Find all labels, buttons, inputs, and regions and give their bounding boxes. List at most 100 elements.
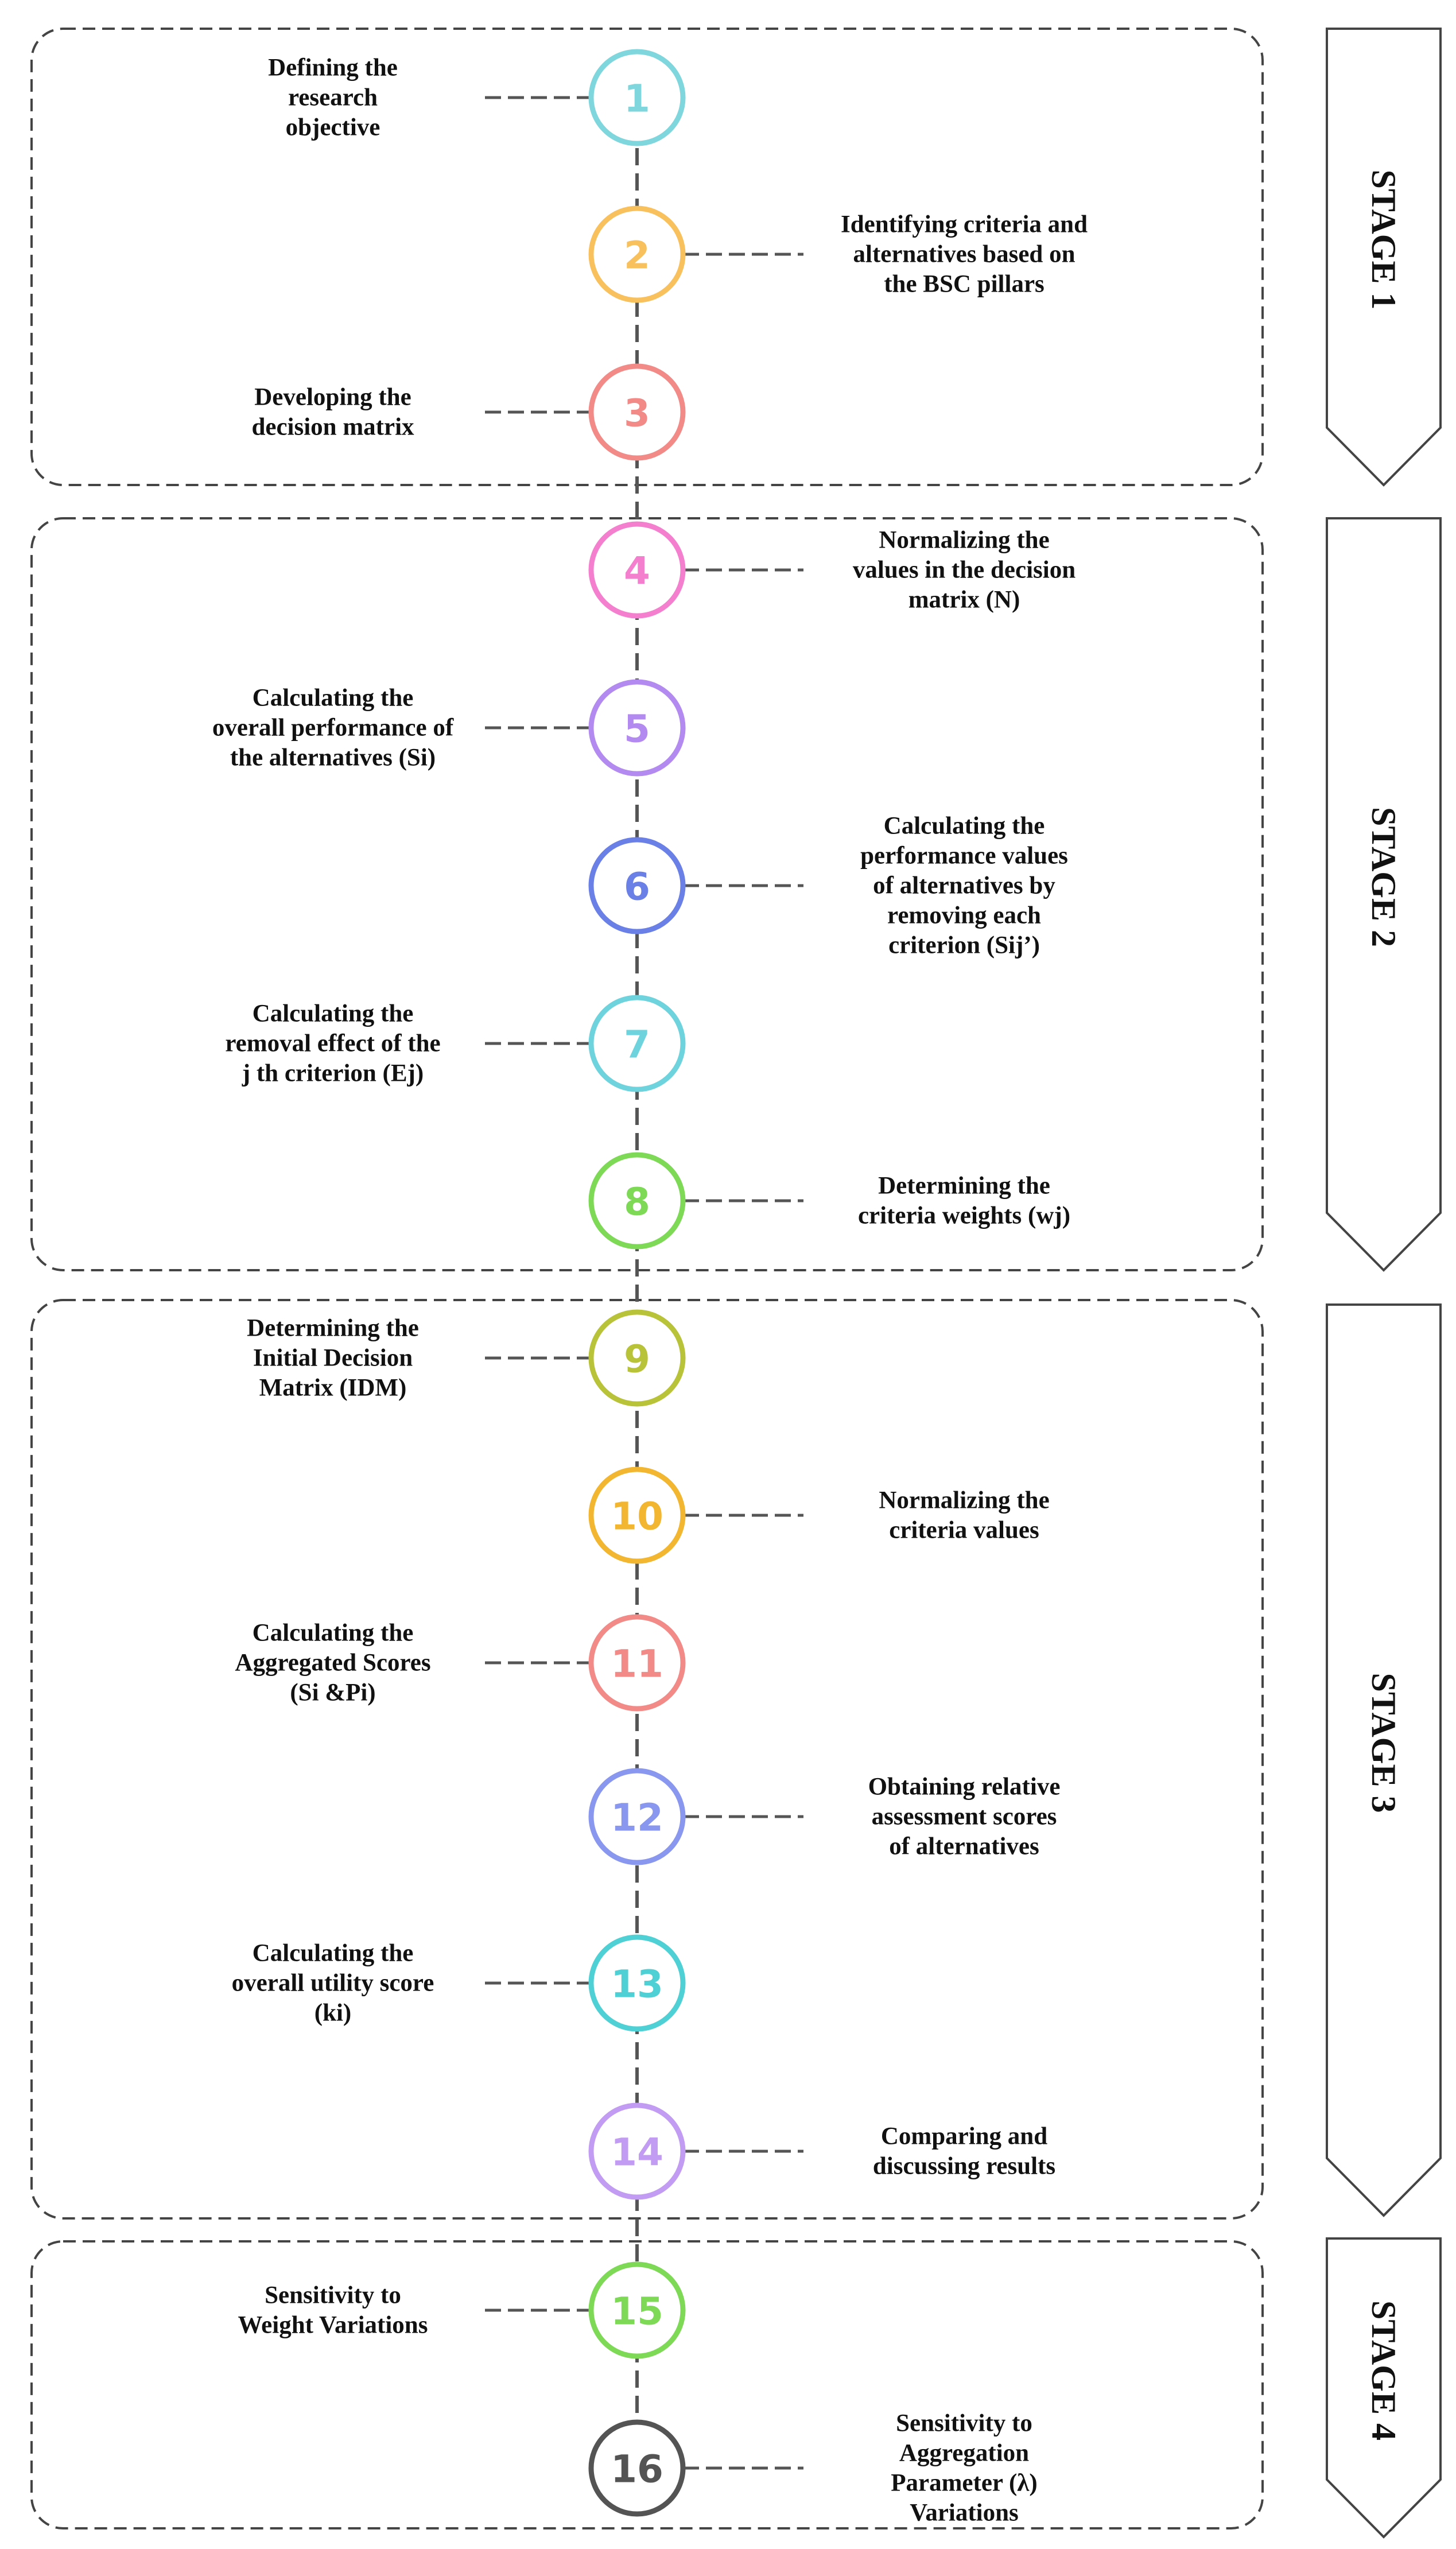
step-label-line: Calculating the — [253, 685, 414, 712]
step-label-line: Identifying criteria and — [841, 211, 1088, 238]
stage-4-arrow — [1326, 2237, 1442, 2539]
step-circle-4 — [588, 521, 686, 619]
step-label-line: matrix (N) — [908, 587, 1020, 614]
step-label-line: criterion (Sij’) — [888, 932, 1040, 959]
step-label-line: Weight Variations — [238, 2312, 428, 2339]
stage-1-box — [30, 28, 1264, 486]
step-number-12: 12 — [611, 1796, 663, 1840]
step-number-9: 9 — [624, 1337, 650, 1382]
step-circle-16 — [588, 2419, 686, 2517]
connectors — [485, 96, 803, 2470]
step-label-line: criteria weights (wj) — [858, 1202, 1070, 1229]
step-label-line: Developing the — [254, 384, 411, 411]
step-number-2: 2 — [624, 234, 650, 278]
stage-2-box — [30, 517, 1264, 1271]
step-label-line: Defining the — [268, 55, 398, 82]
step-label-line: the alternatives (Si) — [230, 744, 436, 771]
step-circle-2 — [588, 205, 686, 303]
step-label-line: Determining the — [878, 1173, 1050, 1200]
step-circle-3 — [588, 363, 686, 461]
step-label-line: research — [288, 84, 378, 111]
step-10: 10 Normalizing the criteria values — [588, 1466, 1050, 1564]
step-number-14: 14 — [611, 2131, 663, 2175]
step-14: 14 Comparing and discussing results — [588, 2102, 1055, 2200]
stage-4-label: STAGE 4 — [1365, 2300, 1403, 2441]
step-label-line: removal effect of the — [225, 1030, 440, 1057]
step-circle-11 — [588, 1614, 686, 1712]
step-label-line: Normalizing the — [879, 1487, 1049, 1514]
stage-1-arrow — [1326, 28, 1442, 487]
step-circle-13 — [588, 1934, 686, 2032]
step-circle-8 — [588, 1152, 686, 1250]
stage-1-label: STAGE 1 — [1365, 170, 1403, 310]
step-label-14: Comparing and discussing results — [873, 2123, 1055, 2180]
step-circle-6 — [588, 837, 686, 934]
step-number-1: 1 — [624, 77, 650, 121]
step-label-10: Normalizing the criteria values — [879, 1487, 1049, 1544]
step-label-line: performance values — [860, 843, 1068, 870]
step-label-line: overall utility score — [232, 1970, 434, 1997]
step-label-line: Sensitivity to — [265, 2282, 401, 2309]
step-number-15: 15 — [611, 2290, 663, 2334]
stage-3-arrow — [1326, 1303, 1442, 2217]
step-circle-1 — [588, 49, 686, 146]
step-label-line: Sensitivity to — [896, 2410, 1032, 2437]
stage-boxes — [30, 28, 1264, 2529]
step-circle-7 — [588, 995, 686, 1092]
step-label-line: Comparing and — [881, 2123, 1047, 2150]
step-label-line: Calculating the — [884, 813, 1045, 840]
step-circle-9 — [588, 1309, 686, 1407]
step-label-line: j th criterion (Ej) — [242, 1060, 424, 1087]
step-label-line: of alternatives by — [873, 872, 1055, 899]
step-label-line: removing each — [887, 902, 1041, 929]
step-circle-15 — [588, 2261, 686, 2359]
step-label-line: criteria values — [889, 1517, 1039, 1544]
stage-4-box — [30, 2240, 1264, 2529]
step-label-line: values in the decision — [853, 557, 1076, 584]
step-label-line: Determining the — [247, 1315, 419, 1342]
step-circle-5 — [588, 679, 686, 777]
step-label-line: (Si &Pi) — [290, 1679, 375, 1706]
step-label-line: Aggregation — [899, 2440, 1029, 2467]
stage-3-box — [30, 1299, 1264, 2220]
step-label-line: Initial Decision — [253, 1345, 413, 1372]
step-label-line: Normalizing the — [879, 527, 1049, 554]
step-label-line: Aggregated Scores — [235, 1650, 430, 1677]
step-label-line: Calculating the — [253, 1620, 414, 1647]
step-number-16: 16 — [611, 2447, 663, 2492]
step-label-line: discussing results — [873, 2153, 1055, 2180]
step-number-5: 5 — [624, 707, 650, 751]
step-number-10: 10 — [611, 1495, 663, 1539]
stage-2-label: STAGE 2 — [1365, 807, 1403, 947]
step-15: 15 Sensitivity to Weight Variations — [238, 2261, 686, 2359]
step-number-8: 8 — [624, 1180, 650, 1224]
step-label-line: Variations — [910, 2500, 1019, 2527]
step-label-line: (ki) — [315, 2000, 352, 2027]
stage-3-label: STAGE 3 — [1365, 1673, 1403, 1813]
step-label-line: Matrix (IDM) — [259, 1375, 407, 1402]
step-label-line: of alternatives — [889, 1833, 1039, 1860]
